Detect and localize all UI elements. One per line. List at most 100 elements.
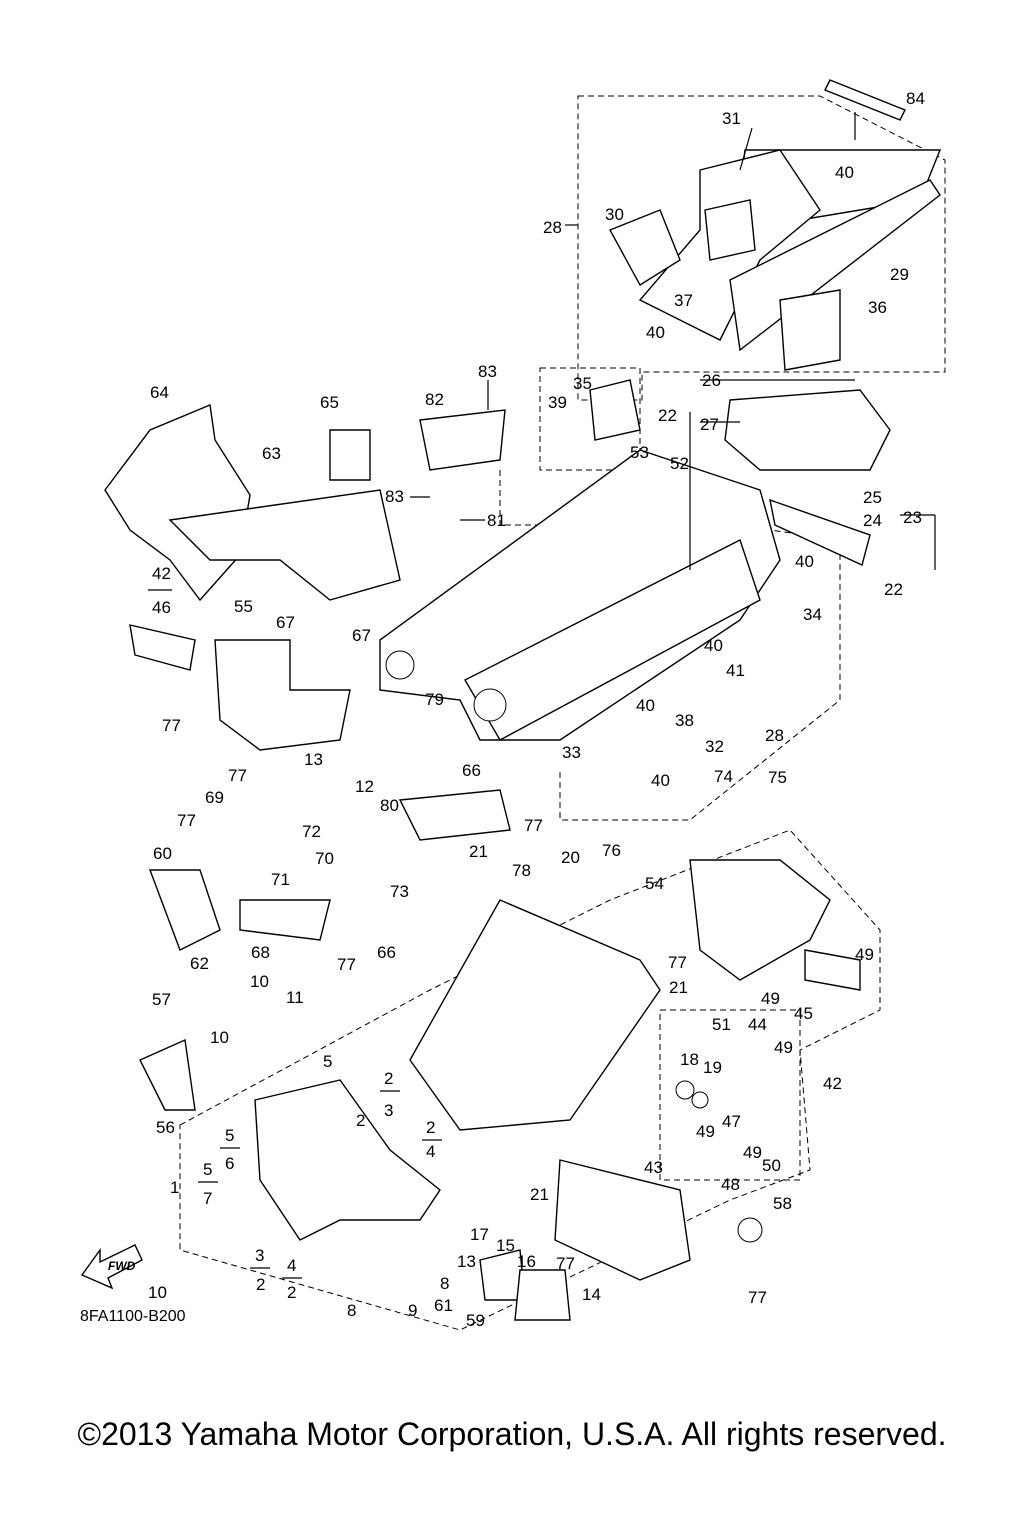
callout-22: 22 [884, 580, 903, 599]
callout-10: 10 [148, 1283, 167, 1302]
fwd-arrow-icon: FWD [80, 1244, 143, 1290]
callout-40: 40 [646, 323, 665, 342]
callout-10: 10 [210, 1028, 229, 1047]
callout-62: 62 [190, 954, 209, 973]
callout-23: 23 [903, 508, 922, 527]
callout-21: 21 [469, 842, 488, 861]
callout-81: 81 [487, 511, 506, 530]
callout-66: 66 [462, 761, 481, 780]
callout-21: 21 [669, 978, 688, 997]
callout-49: 49 [743, 1143, 762, 1162]
callout-1: 1 [170, 1178, 179, 1197]
callout-79: 79 [425, 690, 444, 709]
fwd-label: FWD [108, 1259, 136, 1273]
callout-61: 61 [434, 1296, 453, 1315]
callout-2: 2 [384, 1069, 393, 1088]
callout-31: 31 [722, 109, 741, 128]
callout-22: 22 [658, 406, 677, 425]
callout-70: 70 [315, 849, 334, 868]
callout-52: 52 [670, 454, 689, 473]
callout-55: 55 [234, 597, 253, 616]
callout-40: 40 [835, 163, 854, 182]
callout-64: 64 [150, 383, 169, 402]
callout-50: 50 [762, 1156, 781, 1175]
callout-71: 71 [271, 870, 290, 889]
callout-49: 49 [855, 945, 874, 964]
callout-5: 5 [225, 1126, 234, 1145]
callout-3: 3 [384, 1101, 393, 1120]
callout-40: 40 [795, 552, 814, 571]
callout-18: 18 [680, 1050, 699, 1069]
callout-42: 42 [152, 564, 171, 583]
callout-17: 17 [470, 1225, 489, 1244]
callout-36: 36 [868, 298, 887, 317]
callout-40: 40 [636, 696, 655, 715]
front-frame-assembly [104, 404, 401, 602]
callout-59: 59 [466, 1311, 485, 1330]
callout-28: 28 [765, 726, 784, 745]
callout-25: 25 [863, 488, 882, 507]
rear-rail-assembly [609, 79, 942, 371]
callout-38: 38 [675, 711, 694, 730]
callout-57: 57 [152, 990, 171, 1009]
callout-74: 74 [714, 767, 733, 786]
callout-39: 39 [548, 393, 567, 412]
callout-10: 10 [250, 972, 269, 991]
callout-41: 41 [726, 661, 745, 680]
callout-77: 77 [228, 766, 247, 785]
callout-78: 78 [512, 861, 531, 880]
exploded-parts-diagram: FWD 84 31 40 28 30 29 37 36 40 83 35 39 … [80, 79, 946, 1331]
callout-labels: 84 31 40 28 30 29 37 36 40 83 35 39 82 2… [148, 89, 925, 1330]
callout-47: 47 [722, 1112, 741, 1131]
callout-63: 63 [262, 444, 281, 463]
leader-lines [410, 112, 936, 570]
callout-75: 75 [768, 768, 787, 787]
callout-67: 67 [276, 613, 295, 632]
callout-24: 24 [863, 511, 882, 530]
callout-13: 13 [457, 1252, 476, 1271]
callout-2: 2 [287, 1283, 296, 1302]
callout-58: 58 [773, 1194, 792, 1213]
callout-48: 48 [721, 1175, 740, 1194]
callout-12: 12 [355, 777, 374, 796]
callout-42: 42 [823, 1074, 842, 1093]
callout-77: 77 [177, 811, 196, 830]
callout-46: 46 [152, 598, 171, 617]
callout-77: 77 [556, 1254, 575, 1273]
callout-19: 19 [703, 1058, 722, 1077]
callout-14: 14 [582, 1285, 601, 1304]
callout-76: 76 [602, 841, 621, 860]
callout-35: 35 [573, 374, 592, 393]
callout-34: 34 [803, 605, 822, 624]
callout-16: 16 [517, 1252, 536, 1271]
callout-5: 5 [203, 1160, 212, 1179]
callout-73: 73 [390, 882, 409, 901]
callout-29: 29 [890, 265, 909, 284]
callout-49: 49 [696, 1122, 715, 1141]
callout-8: 8 [440, 1274, 449, 1293]
callout-15: 15 [496, 1236, 515, 1255]
callout-77: 77 [162, 716, 181, 735]
front-bulkhead-assembly [129, 624, 861, 1321]
callout-13: 13 [304, 750, 323, 769]
callout-4: 4 [426, 1142, 435, 1161]
callout-27: 27 [700, 415, 719, 434]
callout-40: 40 [651, 771, 670, 790]
callout-77: 77 [748, 1288, 767, 1307]
callout-5: 5 [323, 1052, 332, 1071]
callout-20: 20 [561, 848, 580, 867]
callout-68: 68 [251, 943, 270, 962]
callout-40: 40 [704, 636, 723, 655]
callout-56: 56 [156, 1118, 175, 1137]
callout-80: 80 [380, 796, 399, 815]
callout-84: 84 [906, 89, 925, 108]
callout-49: 49 [761, 989, 780, 1008]
callout-51: 51 [712, 1015, 731, 1034]
callout-4: 4 [287, 1256, 296, 1275]
callout-2: 2 [356, 1111, 365, 1130]
drawing-code: 8FA1100-B200 [80, 1308, 186, 1325]
callout-26: 26 [702, 371, 721, 390]
callout-77: 77 [668, 953, 687, 972]
callout-9: 9 [408, 1301, 417, 1320]
callout-2: 2 [426, 1118, 435, 1137]
